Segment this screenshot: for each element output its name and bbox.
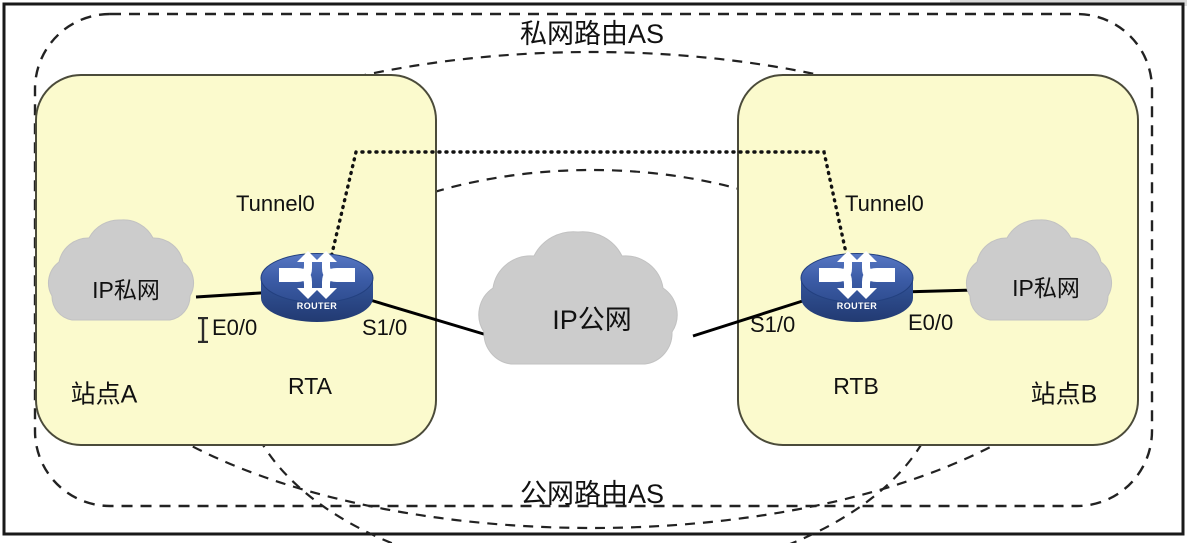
router-a-label: RTA bbox=[288, 373, 333, 399]
cloud-public-label: IP公网 bbox=[552, 305, 632, 335]
router-a-badge: ROUTER bbox=[297, 301, 337, 311]
site-a-wan-interface-label: S1/0 bbox=[362, 315, 407, 340]
private-as-title: 私网路由AS bbox=[520, 19, 664, 49]
tunnel-a-label: Tunnel0 bbox=[236, 191, 315, 216]
site-b-container bbox=[737, 74, 1139, 446]
router-rtb-icon[interactable]: ROUTER bbox=[800, 250, 914, 323]
site-a-lan-interface-label: E0/0 bbox=[212, 315, 257, 340]
link-public-rtb bbox=[692, 296, 813, 338]
router-b-label: RTB bbox=[833, 373, 879, 399]
gre-tunnel-path bbox=[328, 150, 850, 264]
site-a-label: 站点A bbox=[71, 381, 138, 409]
site-b-lan-interface-label: E0/0 bbox=[908, 310, 953, 335]
public-as-title: 公网路由AS bbox=[520, 479, 664, 509]
link-rta-public bbox=[369, 298, 498, 340]
link-rtb-cloudb bbox=[900, 288, 976, 294]
cloud-private-b-label: IP私网 bbox=[1012, 275, 1080, 301]
text-caret-cursor bbox=[198, 317, 208, 343]
site-b-wan-interface-label: S1/0 bbox=[750, 312, 795, 337]
site-b-label: 站点B bbox=[1031, 381, 1098, 409]
router-b-badge: ROUTER bbox=[837, 301, 878, 311]
site-a-container bbox=[35, 74, 437, 446]
router-rta-icon[interactable]: ROUTER bbox=[260, 250, 374, 323]
cloud-private-a-label: IP私网 bbox=[92, 277, 160, 303]
tunnel-b-label: Tunnel0 bbox=[845, 191, 924, 216]
